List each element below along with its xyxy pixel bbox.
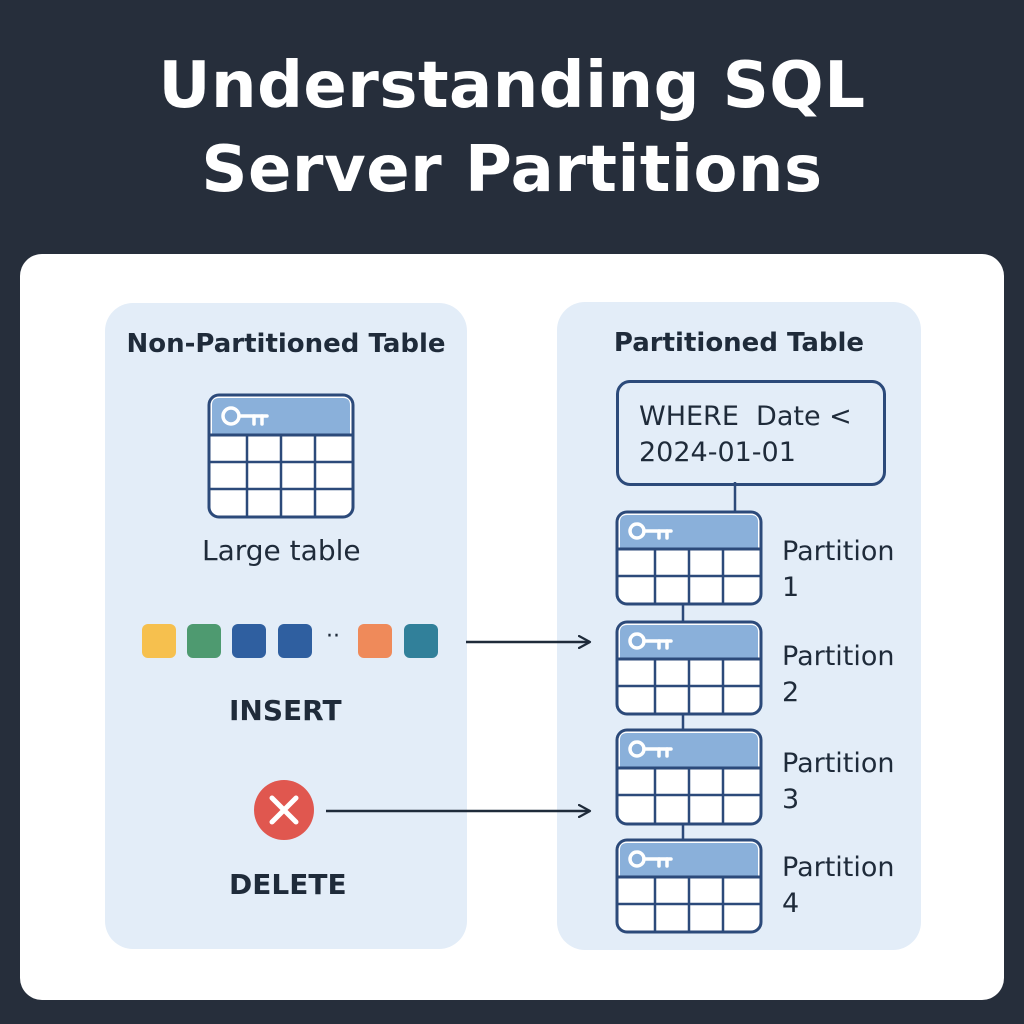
partition-name: Partition <box>782 852 895 883</box>
partition-table-icon-3 <box>615 728 763 826</box>
where-clause-box: WHERE Date < 2024-01-01 <box>616 380 886 486</box>
key-icon <box>221 406 269 426</box>
partition-number: 3 <box>782 784 800 815</box>
key-icon <box>628 740 673 758</box>
partition-number: 4 <box>782 888 800 919</box>
data-block <box>404 624 438 658</box>
partition-table-icon-4 <box>615 838 763 934</box>
data-block <box>358 624 392 658</box>
page-title: Understanding SQL Server Partitions <box>0 44 1024 212</box>
large-table-caption: Large table <box>202 534 361 567</box>
where-clause-text: WHERE Date < 2024-01-01 <box>639 401 852 468</box>
partition-number: 2 <box>782 677 800 708</box>
partition-label-1: Partition 1 <box>782 534 895 606</box>
delete-x-icon <box>254 780 314 840</box>
delete-label: DELETE <box>229 868 347 901</box>
insert-label: INSERT <box>229 694 342 727</box>
partition-table-icon-1 <box>615 510 763 606</box>
data-block <box>187 624 221 658</box>
title-line-2: Server Partitions <box>201 133 823 207</box>
non-partitioned-heading: Non-Partitioned Table <box>126 329 446 359</box>
partition-number: 1 <box>782 572 800 603</box>
partition-label-3: Partition 3 <box>782 746 895 818</box>
partitioned-heading: Partitioned Table <box>613 328 865 358</box>
large-table-icon <box>207 393 355 519</box>
partition-name: Partition <box>782 748 895 779</box>
ellipsis: ·· <box>326 624 340 649</box>
key-icon <box>628 850 673 868</box>
key-icon <box>628 522 673 540</box>
key-icon <box>628 632 673 650</box>
title-line-1: Understanding SQL <box>158 49 866 123</box>
data-block <box>232 624 266 658</box>
partition-name: Partition <box>782 536 895 567</box>
partition-name: Partition <box>782 641 895 672</box>
partition-label-4: Partition 4 <box>782 850 895 922</box>
partition-label-2: Partition 2 <box>782 639 895 711</box>
data-block <box>278 624 312 658</box>
data-blocks <box>142 624 438 658</box>
partition-table-icon-2 <box>615 620 763 716</box>
data-block <box>142 624 176 658</box>
